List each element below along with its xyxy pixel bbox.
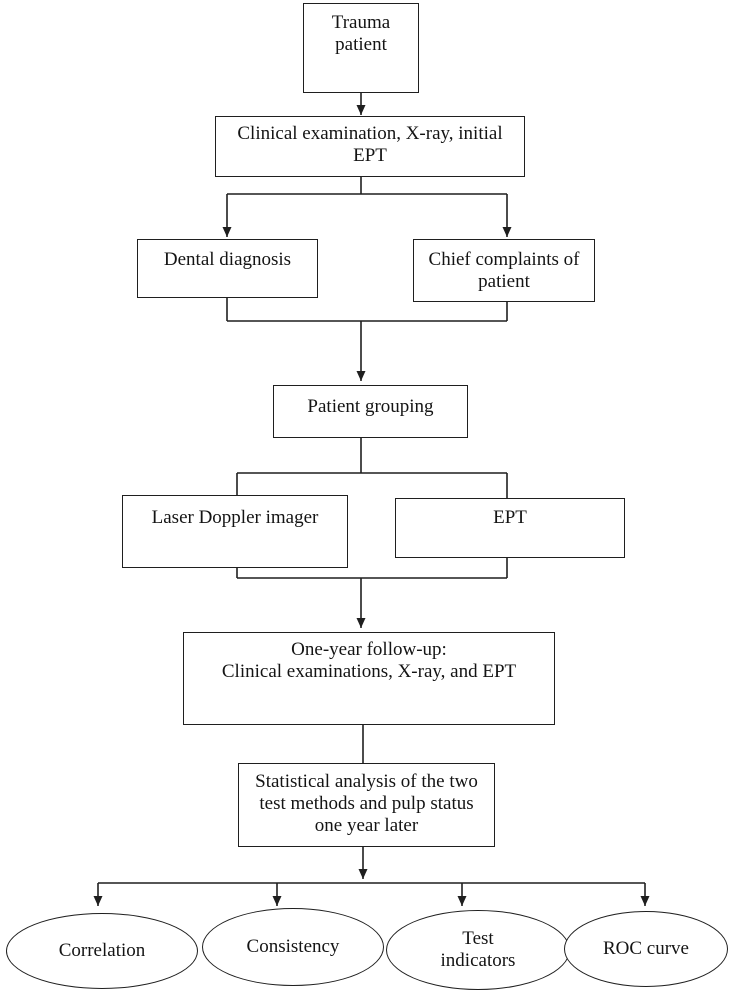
node-trauma-patient: Trauma patient: [303, 3, 419, 93]
node-label-line: Correlation: [58, 940, 146, 961]
node-label-line: Trauma: [331, 12, 391, 33]
node-label-line: Laser Doppler imager: [151, 507, 319, 528]
node-label-line: Clinical examination, X-ray, initial: [237, 123, 503, 144]
node-ept: EPT: [395, 498, 625, 558]
node-correlation: Correlation: [6, 913, 198, 989]
node-patient-grouping: Patient grouping: [273, 385, 468, 438]
node-label-line: Statistical analysis of the two: [255, 771, 478, 792]
node-label-line: indicators: [440, 950, 516, 971]
node-one-year-follow-up: One-year follow-up: Clinical examination…: [183, 632, 555, 725]
node-label-line: One-year follow-up:: [291, 639, 447, 660]
node-label-line: Dental diagnosis: [163, 249, 292, 270]
node-statistical-analysis: Statistical analysis of the two test met…: [238, 763, 495, 847]
node-label-line: Patient grouping: [307, 396, 434, 417]
node-label-line: test methods and pulp status: [259, 793, 474, 814]
node-label-line: one year later: [314, 815, 419, 836]
node-consistency: Consistency: [202, 908, 384, 986]
node-label-line: patient: [478, 271, 530, 292]
node-label-line: Chief complaints of: [428, 249, 580, 270]
node-dental-diagnosis: Dental diagnosis: [137, 239, 318, 298]
node-label-line: patient: [335, 34, 387, 55]
node-chief-complaints: Chief complaints of patient: [413, 239, 595, 302]
node-roc-curve: ROC curve: [564, 911, 728, 987]
node-label-line: EPT: [493, 507, 527, 528]
node-label-line: Consistency: [246, 936, 340, 957]
node-label-line: ROC curve: [602, 938, 689, 959]
node-label-line: Clinical examinations, X-ray, and EPT: [221, 661, 517, 682]
node-label-line: EPT: [353, 145, 387, 166]
node-test-indicators: Test indicators: [386, 910, 570, 990]
node-clinical-examination: Clinical examination, X-ray, initial EPT: [215, 116, 525, 177]
node-label-line: Test: [462, 928, 494, 949]
node-laser-doppler-imager: Laser Doppler imager: [122, 495, 348, 568]
